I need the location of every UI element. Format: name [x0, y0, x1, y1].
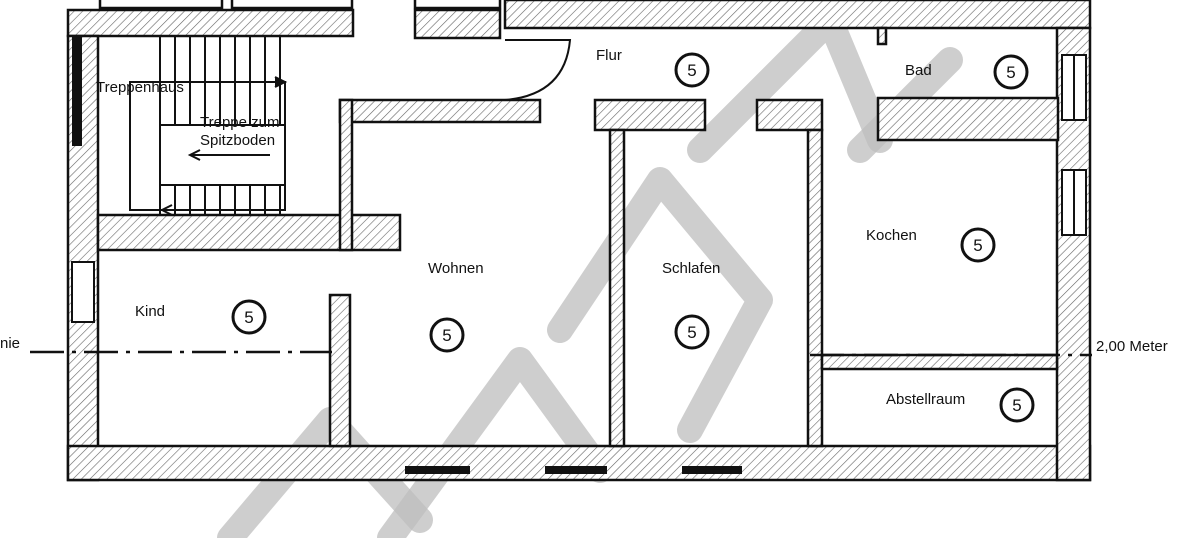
- height-line-left-label: nie: [0, 335, 20, 352]
- stair-label-line1: Treppe zum: [200, 114, 279, 131]
- marker-kind: 5: [231, 299, 267, 335]
- marker-wohnen: 5: [429, 317, 465, 353]
- marker-flur: 5: [674, 52, 710, 88]
- height-line-right-label: 2,00 Meter: [1096, 338, 1168, 355]
- room-label-kind: Kind: [135, 303, 165, 320]
- stair-label-line2: Spitzboden: [200, 132, 275, 149]
- door-swing: [504, 39, 572, 101]
- marker-abstellraum: 5: [999, 387, 1035, 423]
- room-label-kochen: Kochen: [866, 227, 917, 244]
- walls: [66, 0, 1092, 482]
- room-label-abstellraum: Abstellraum: [886, 391, 965, 408]
- marker-kochen: 5: [960, 227, 996, 263]
- room-label-bad: Bad: [905, 62, 932, 79]
- svg-text:5: 5: [687, 323, 696, 342]
- marker-schlafen: 5: [674, 314, 710, 350]
- marker-bad: 5: [993, 54, 1029, 90]
- room-markers: 5 5 5 5 5 5 5: [231, 52, 1035, 423]
- room-label-treppenhaus: Treppenhaus: [96, 79, 184, 96]
- svg-text:5: 5: [1006, 63, 1015, 82]
- svg-text:5: 5: [973, 236, 982, 255]
- height-line-2m: [30, 350, 1092, 357]
- room-label-schlafen: Schlafen: [662, 260, 720, 277]
- svg-text:5: 5: [1012, 396, 1021, 415]
- svg-text:5: 5: [442, 326, 451, 345]
- room-label-flur: Flur: [596, 47, 622, 64]
- room-label-wohnen: Wohnen: [428, 260, 484, 277]
- svg-text:5: 5: [244, 308, 253, 327]
- svg-text:5: 5: [687, 61, 696, 80]
- staircase: [129, 36, 288, 216]
